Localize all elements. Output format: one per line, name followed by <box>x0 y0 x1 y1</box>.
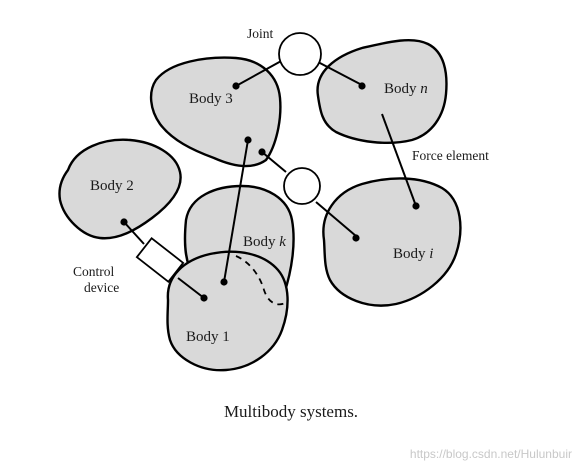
dot-body-1-link <box>220 278 228 286</box>
control-device-label-line1: Control <box>73 264 115 279</box>
dot-body-1-device <box>200 294 208 302</box>
force-element-line <box>381 113 417 207</box>
dot-body-i-force <box>412 202 420 210</box>
body-i-label-prefix: Body <box>393 246 429 262</box>
body-k-hidden-edge <box>235 255 289 306</box>
joint-lower-circle <box>283 167 321 205</box>
link-body3-body1 <box>223 139 249 283</box>
link-body3-joint-upper <box>235 59 284 87</box>
dot-body3-lower <box>258 148 266 156</box>
body-i-label-var: i <box>429 246 433 262</box>
body-1-label: Body 1 <box>186 329 230 345</box>
body-i-shape <box>322 177 462 307</box>
body-3-label: Body 3 <box>189 91 233 107</box>
dot-body-n <box>358 82 366 90</box>
link-joint-lower-body-i <box>315 201 357 237</box>
watermark-text: https://blog.csdn.net/Hulunbuir <box>410 447 572 461</box>
body-1-shape <box>166 250 289 372</box>
body-2-label: Body 2 <box>90 178 134 194</box>
dot-body3-upper <box>232 82 240 90</box>
link-joint-upper-body-n <box>317 61 361 85</box>
body-k-label-var: k <box>279 234 286 250</box>
joint-upper-circle <box>278 32 322 76</box>
link-body3-joint-lower <box>261 151 287 173</box>
joint-label: Joint <box>247 26 274 41</box>
dot-body-2 <box>120 218 128 226</box>
body-n-label: Body n <box>384 81 428 97</box>
body-n-label-prefix: Body <box>384 81 420 97</box>
figure-caption: Multibody systems. <box>224 402 358 421</box>
control-device-box <box>135 236 185 284</box>
force-element-label: Force element <box>412 148 489 163</box>
dot-body3-center <box>244 136 252 144</box>
body-k-label-prefix: Body <box>243 234 279 250</box>
body-n-label-var: n <box>420 81 428 97</box>
link-body2-device <box>123 221 145 245</box>
body-k-label: Body k <box>243 234 286 250</box>
body-i-label: Body i <box>393 246 433 262</box>
control-device-label-line2: device <box>84 280 119 295</box>
link-device-body1 <box>177 277 205 299</box>
body-2-shape <box>58 138 182 240</box>
body-n-shape <box>316 38 448 145</box>
dot-body-i-joint <box>352 234 360 242</box>
